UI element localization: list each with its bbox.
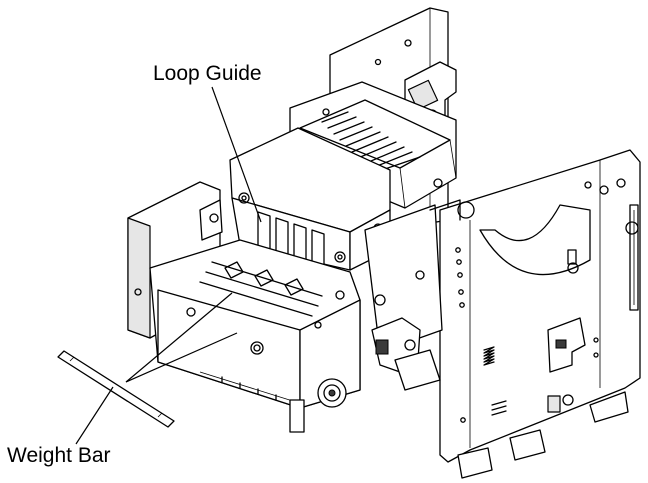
- feed-knob: [317, 378, 347, 408]
- leader-lines: [75, 86, 262, 445]
- weight-bar-label: Weight Bar: [7, 444, 111, 467]
- loop-guide-label: Loop Guide: [153, 62, 262, 85]
- weight-bar-rod: [57, 350, 175, 428]
- lever-mechanism: [364, 199, 475, 391]
- right-frame: [439, 149, 641, 479]
- front-body: [149, 239, 361, 433]
